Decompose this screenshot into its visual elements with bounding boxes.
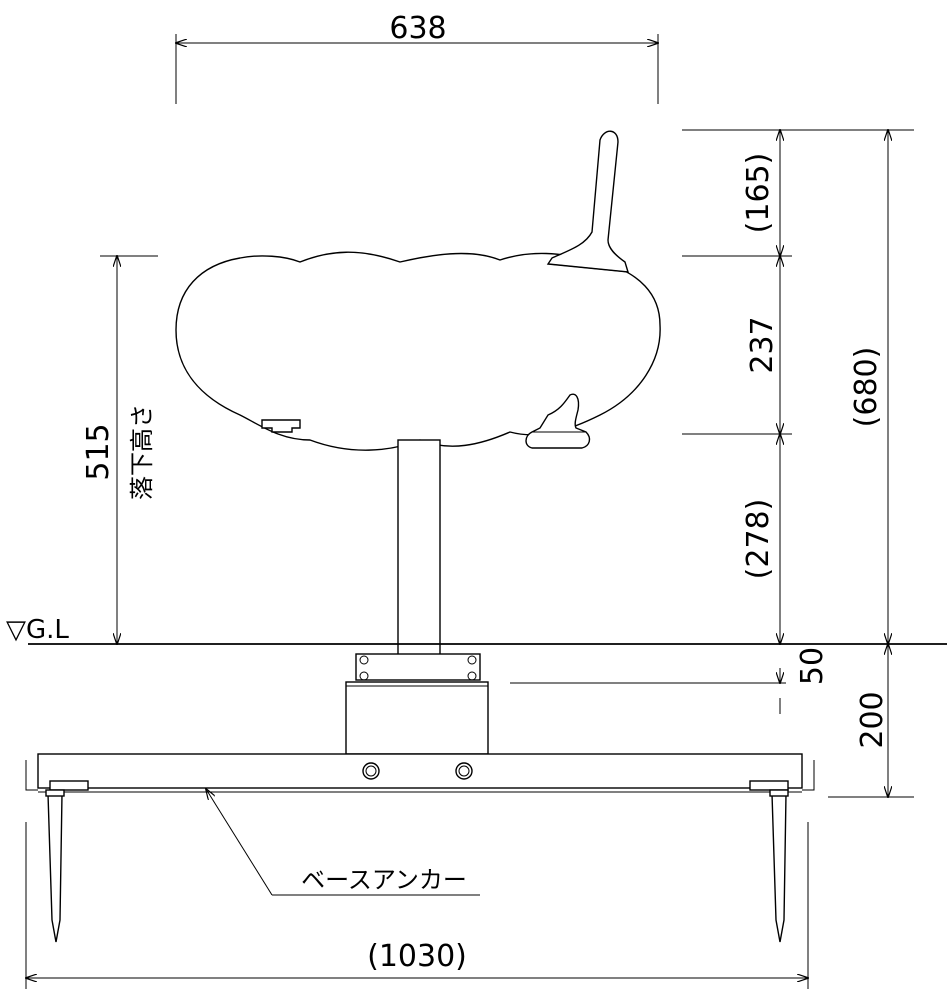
fall-height-dimension: 515 落下高さ — [81, 256, 158, 644]
fall-height-label: 落下高さ — [128, 404, 156, 500]
base-anchor-label: ベースアンカー — [301, 866, 467, 894]
top-width-dimension: 638 — [176, 11, 658, 104]
embed-depth-label: 50 — [795, 647, 830, 685]
ground-level-label: ▽G.L — [6, 615, 69, 645]
right-dimensions: (165) 237 (278) (680) 50 200 — [510, 130, 914, 797]
rider-seat — [175, 130, 661, 451]
foundation — [345, 653, 489, 755]
seat-height-label: 237 — [745, 316, 780, 373]
overall-width-dimension: (1030) — [26, 822, 808, 989]
handle-height-label: (165) — [741, 153, 776, 234]
post — [397, 439, 441, 667]
total-height-label: (680) — [849, 347, 884, 428]
ground-line: ▽G.L — [6, 615, 947, 645]
top-width-label: 638 — [389, 11, 446, 46]
base-anchor-callout: ベースアンカー — [206, 789, 480, 896]
fall-height-value: 515 — [81, 423, 116, 480]
overall-width-label: (1030) — [367, 939, 467, 974]
anchor-frame — [25, 753, 815, 943]
lower-height-label: (278) — [741, 499, 776, 580]
foundation-depth-label: 200 — [855, 691, 890, 748]
